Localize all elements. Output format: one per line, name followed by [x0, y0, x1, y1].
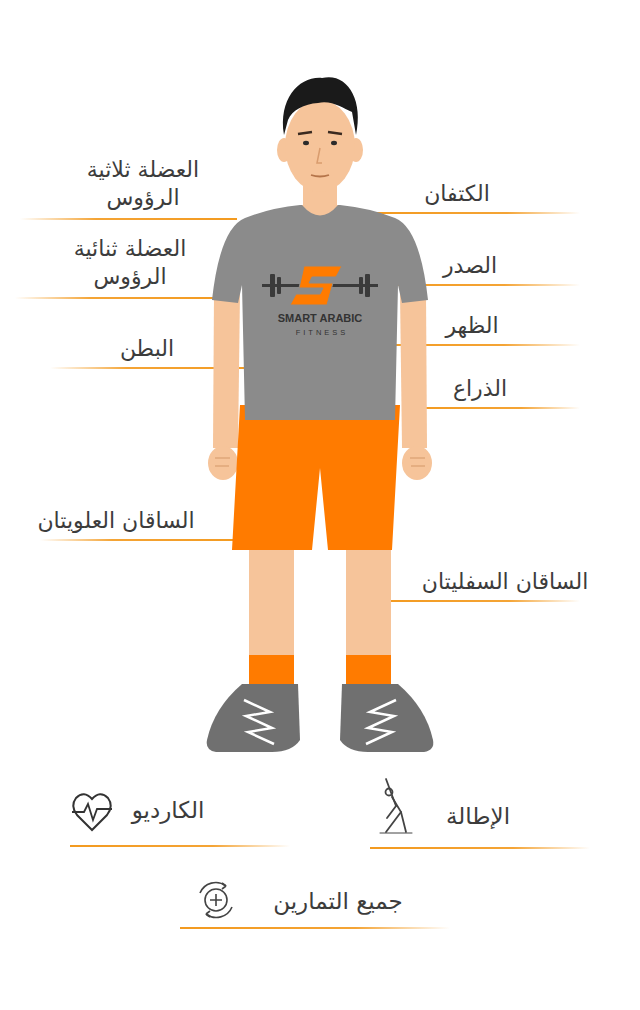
stretch-arm: [387, 806, 396, 818]
muscle-label: العضلة ثلاثية الرؤوس: [58, 156, 228, 213]
leader-line: [40, 539, 246, 541]
left-sock: [249, 655, 294, 689]
fist-detail: [410, 458, 425, 466]
muscle-label: البطن: [120, 336, 174, 362]
right-leg: [346, 540, 391, 660]
muscle-label: الساقان العلويتان: [37, 508, 194, 534]
logo-mark: [290, 266, 342, 305]
all-exercises-icon: [200, 883, 232, 918]
t-shirt: [212, 205, 428, 420]
heartbeat-line: [72, 804, 112, 820]
leader-line: [412, 407, 580, 409]
leader-line: [20, 218, 237, 220]
icon-plus: [210, 894, 222, 906]
icon-arrow: [200, 883, 226, 893]
barbell-plate: [270, 274, 275, 297]
category-label: جميع التمارين: [273, 888, 403, 916]
muscle-label: الكتفان: [424, 181, 490, 207]
barbell-plate: [359, 277, 363, 294]
heart-icon: [72, 794, 112, 830]
stretch-icon: [380, 779, 412, 833]
shoe-laces: [244, 700, 274, 744]
icon-arrow: [206, 907, 232, 917]
right-sock: [346, 655, 391, 689]
left-eye: [303, 141, 309, 145]
logo-text: FITNESS: [296, 328, 349, 337]
leader-line: [378, 600, 580, 602]
hair: [283, 77, 358, 135]
left-fist: [208, 446, 238, 480]
shoe-laces: [366, 700, 396, 744]
menu-underline: [370, 847, 590, 849]
stretch-leg: [386, 812, 401, 832]
menu-underline: [70, 845, 290, 847]
muscle-label: الساقان السفليتان: [422, 569, 589, 595]
left-shoe: [207, 684, 300, 752]
fist-detail: [215, 458, 230, 466]
logo-icon: [262, 266, 378, 305]
neckline: [302, 205, 338, 216]
right-eye: [331, 141, 337, 145]
logo-text: SMART ARABIC: [278, 312, 363, 325]
category-label: الكارديو: [132, 797, 205, 825]
barbell-plate: [365, 274, 370, 297]
face: [285, 100, 355, 192]
mouth: [311, 175, 329, 177]
icon-arrow-head: [222, 883, 226, 889]
category-label: الإطالة: [446, 803, 510, 831]
leader-line: [372, 212, 580, 214]
right-shoe: [340, 684, 433, 752]
shorts: [232, 405, 400, 550]
muscle-label: الظهر: [445, 313, 498, 339]
barbell-plate: [277, 277, 281, 294]
right-fist: [402, 446, 432, 480]
nose: [317, 148, 322, 163]
leader-line: [15, 297, 232, 299]
menu-underline: [180, 927, 450, 929]
right-arm: [400, 292, 427, 448]
eyebrows: [298, 132, 342, 134]
muscle-label: الصدر: [443, 253, 497, 279]
muscle-label: الذراع: [453, 376, 507, 402]
left-leg: [249, 540, 294, 660]
icon-arrow-head: [206, 911, 210, 917]
muscle-label: العضلة ثنائية الرؤوس: [45, 235, 215, 292]
stretch-floor: [380, 833, 412, 834]
left-arm: [213, 292, 240, 448]
icon-circle: [205, 889, 227, 911]
